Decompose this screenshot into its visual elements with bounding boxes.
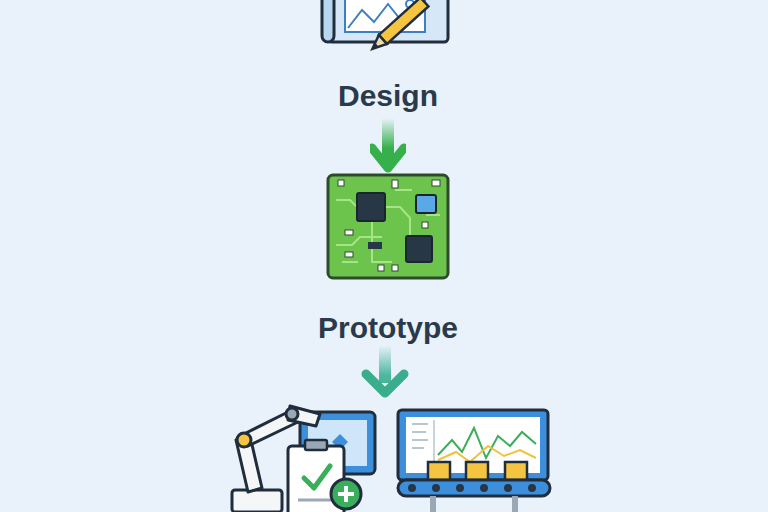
testing-icon [398, 410, 550, 512]
pcb-icon [328, 175, 448, 278]
stage-label: Prototype [310, 310, 466, 346]
flow-arrow [382, 118, 394, 168]
manufacturing-icon [232, 406, 375, 512]
stage-label: Design [318, 78, 458, 114]
stage-node: Prototype [310, 172, 466, 346]
stage-node: Design [318, 0, 458, 114]
blueprint-icon [322, 0, 448, 53]
flow-arrow [366, 345, 404, 393]
